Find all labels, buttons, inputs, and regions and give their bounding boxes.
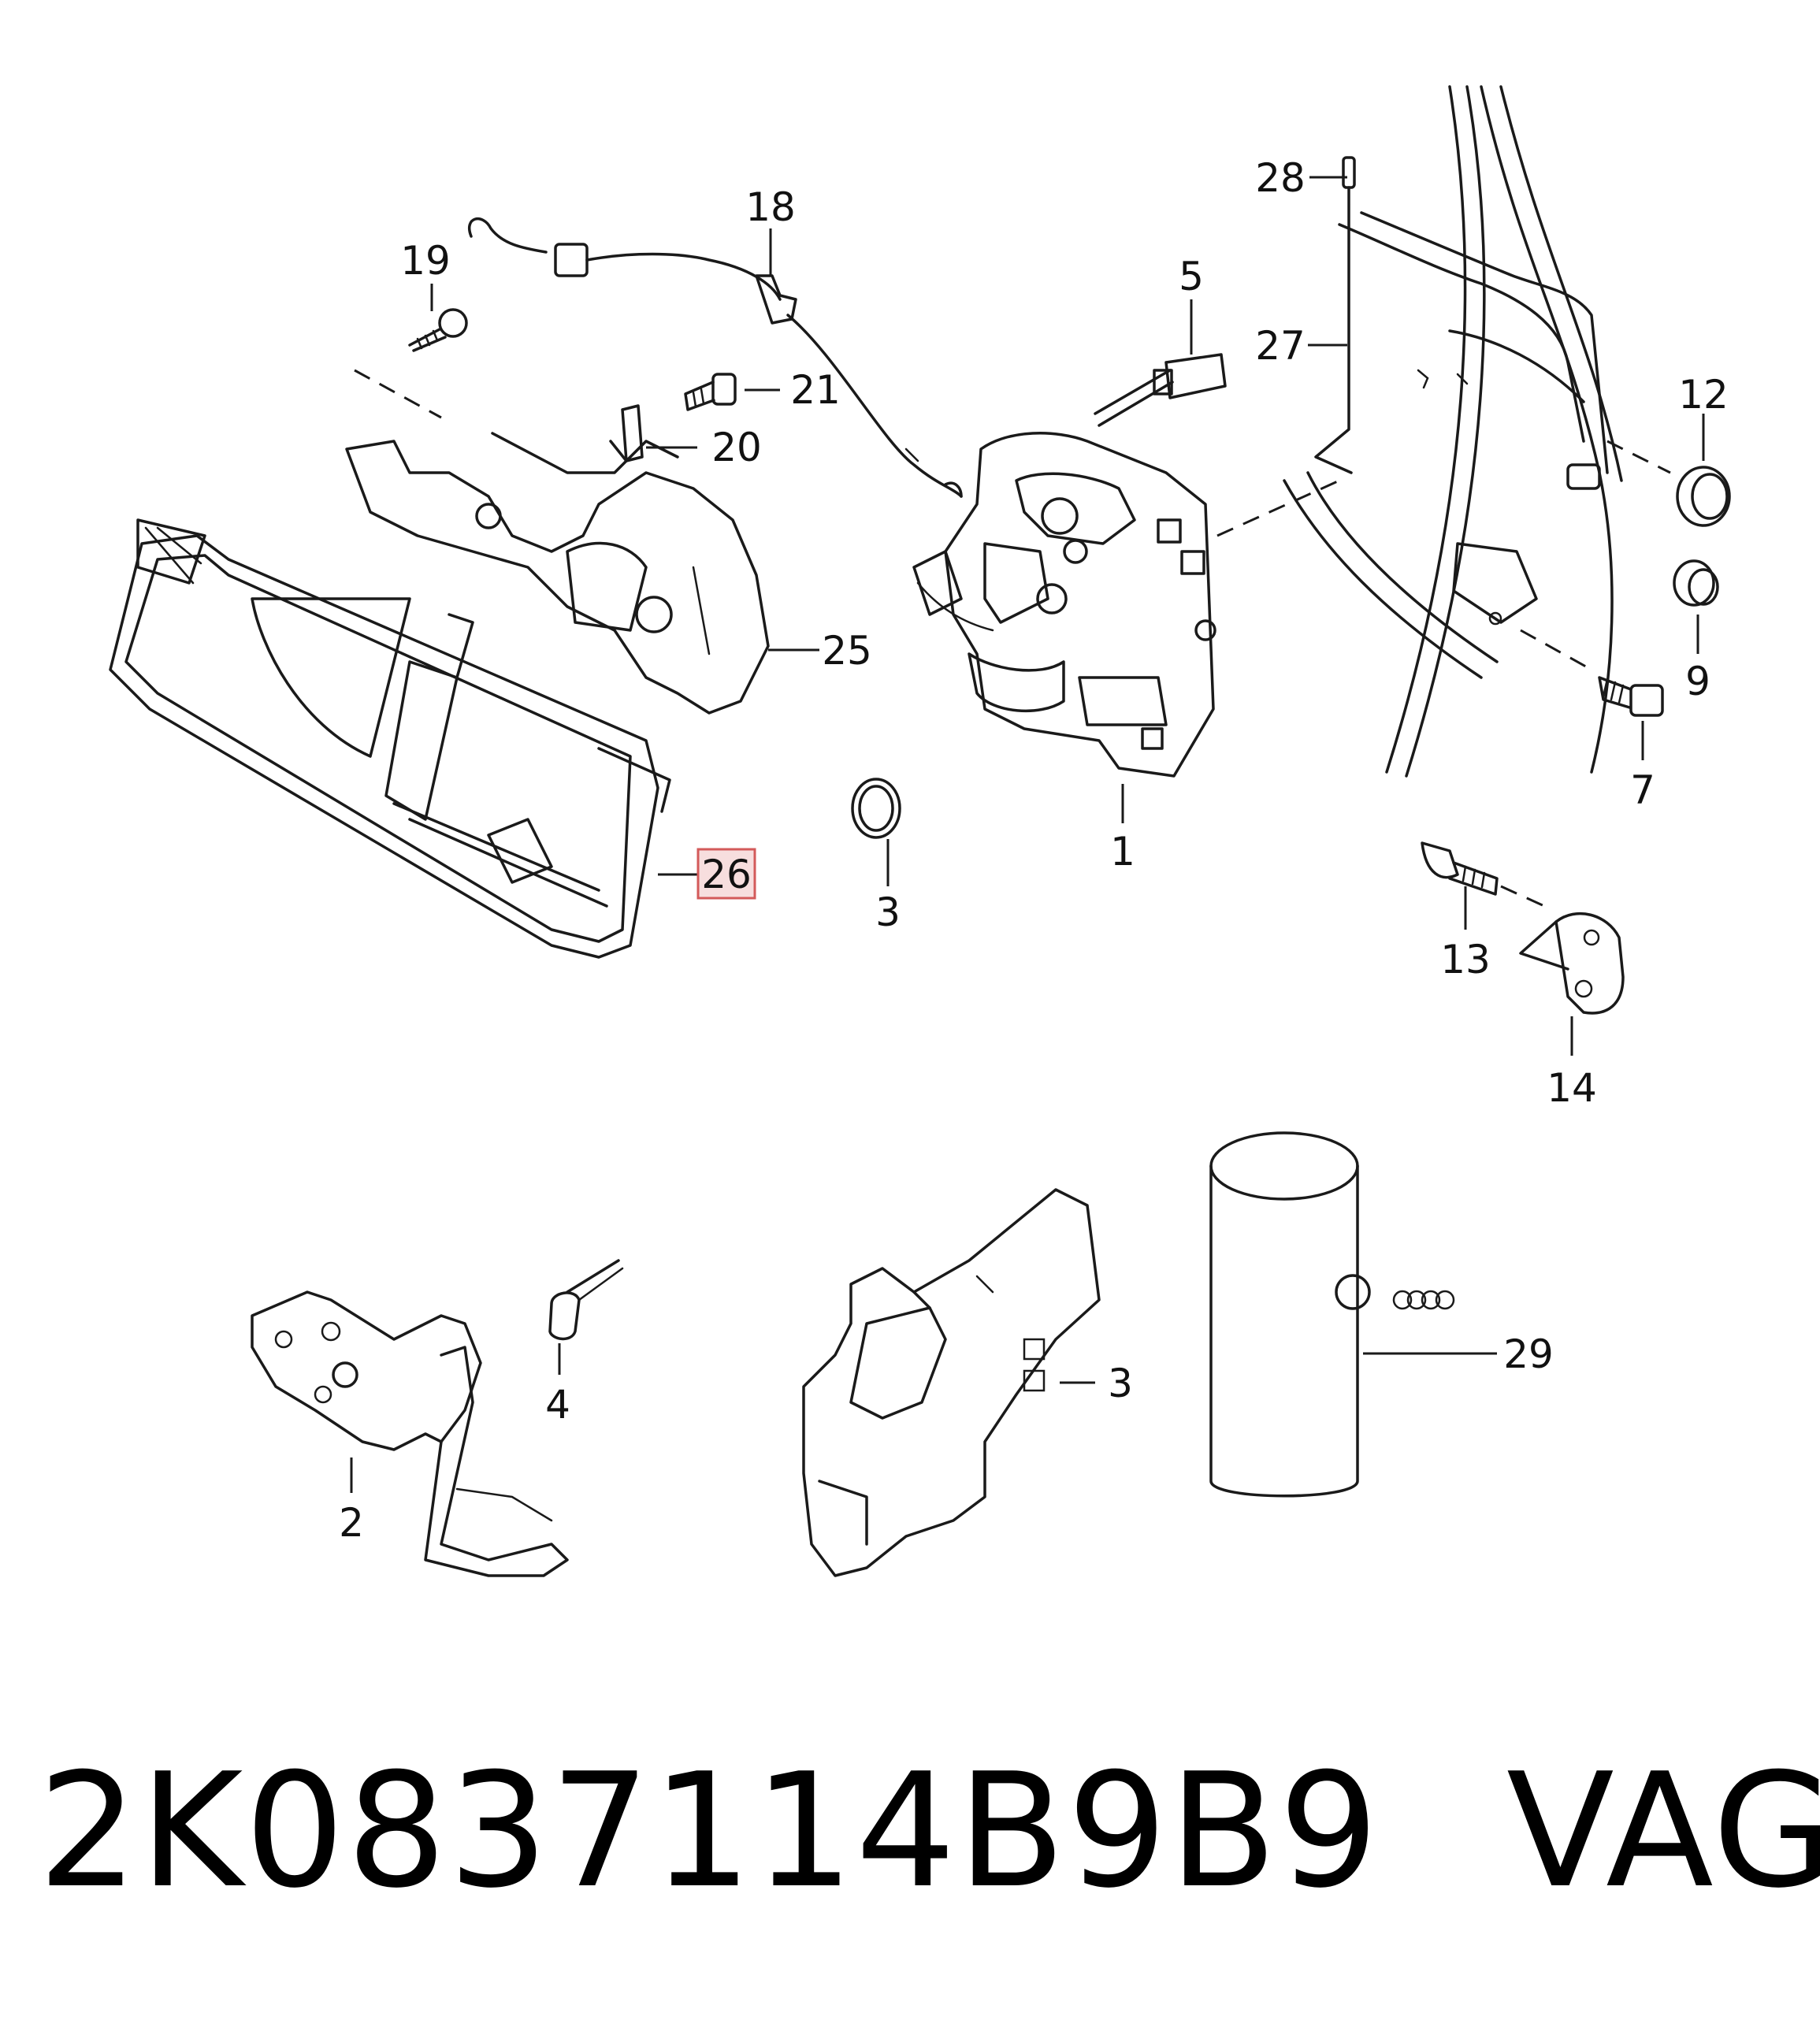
guide-line-lock-door (1216, 479, 1340, 537)
o-ring-3 (851, 778, 901, 839)
callout-12: 12 (1678, 372, 1729, 418)
callout-26: 26 (701, 852, 752, 897)
callout-5: 5 (1179, 254, 1204, 299)
bracket-2 (251, 1290, 569, 1577)
plug-9 (1673, 559, 1719, 607)
callout-25: 25 (822, 628, 872, 674)
callout-27: 27 (1255, 323, 1306, 369)
callout-26-highlight (696, 848, 756, 900)
guide-line-12 (1606, 440, 1671, 474)
grommet-12 (1676, 466, 1731, 527)
pin-4 (548, 1259, 624, 1341)
guide-line-19 (354, 369, 442, 419)
callout-1: 1 (1110, 829, 1135, 874)
callout-3-o-ring: 3 (875, 889, 901, 935)
callout-21: 21 (790, 367, 841, 413)
callout-4: 4 (545, 1382, 570, 1428)
clip-20 (609, 404, 644, 462)
callout-9: 9 (1685, 659, 1710, 704)
door-lock-1 (912, 432, 1216, 778)
bolt-21 (684, 373, 737, 411)
sensor-5 (1094, 353, 1227, 427)
door-frame-body (1283, 85, 1623, 778)
screw-13 (1421, 841, 1499, 896)
guide-line-7 (1520, 629, 1592, 671)
callout-labels: 1 2 3 3 4 5 7 9 12 13 14 18 19 20 21 25 … (339, 155, 1729, 1546)
callout-2: 2 (339, 1500, 364, 1546)
part-number: 2K0837114B9B9 (38, 1740, 1381, 1923)
callout-7: 7 (1630, 767, 1655, 813)
callout-29: 29 (1503, 1331, 1554, 1377)
cable-18 (468, 217, 963, 498)
handle-housing-26 (109, 518, 671, 959)
screw-19 (408, 308, 468, 352)
lock-cover-3 (802, 1188, 1101, 1577)
callout-13: 13 (1440, 937, 1491, 982)
leader-lines (350, 176, 1705, 1493)
callout-20: 20 (711, 425, 762, 470)
guide-line-13 (1500, 885, 1545, 908)
brand-name: VAG (1506, 1740, 1820, 1923)
bolt-7 (1598, 676, 1664, 717)
exploded-parts-diagram: 1 2 3 3 4 5 7 9 12 13 14 18 19 20 21 25 … (109, 85, 1731, 1577)
callout-28: 28 (1255, 155, 1306, 201)
bracket-25 (345, 432, 770, 715)
rod-28-27 (1314, 156, 1356, 474)
striker-14 (1519, 912, 1625, 1015)
callout-18: 18 (745, 184, 796, 230)
spray-can-29 (1209, 1131, 1455, 1498)
callout-19: 19 (400, 238, 451, 284)
callout-3-cover: 3 (1108, 1361, 1133, 1406)
callout-14: 14 (1547, 1065, 1597, 1111)
